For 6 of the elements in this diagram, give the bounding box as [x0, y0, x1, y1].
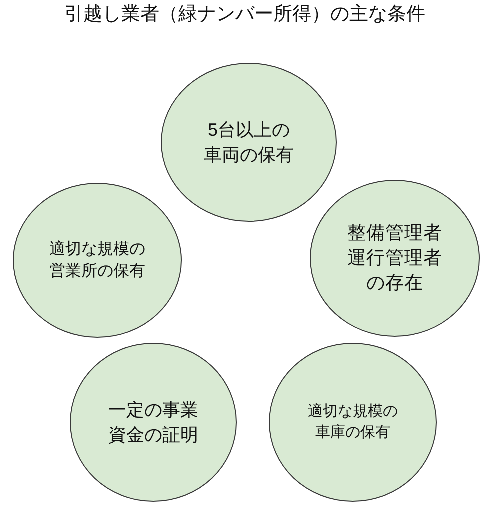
condition-text: 適切な規模の営業所の保有 — [48, 240, 146, 282]
condition-text: 5台以上の車両の保有 — [202, 119, 295, 166]
condition-text: 適切な規模の車庫の保有 — [307, 402, 399, 442]
title: 引越し業者（緑ナンバー所得）の主な条件 — [64, 3, 426, 27]
condition-text: 一定の事業資金の証明 — [107, 399, 200, 446]
condition-text: 整備管理者運行管理者の存在 — [346, 221, 444, 295]
